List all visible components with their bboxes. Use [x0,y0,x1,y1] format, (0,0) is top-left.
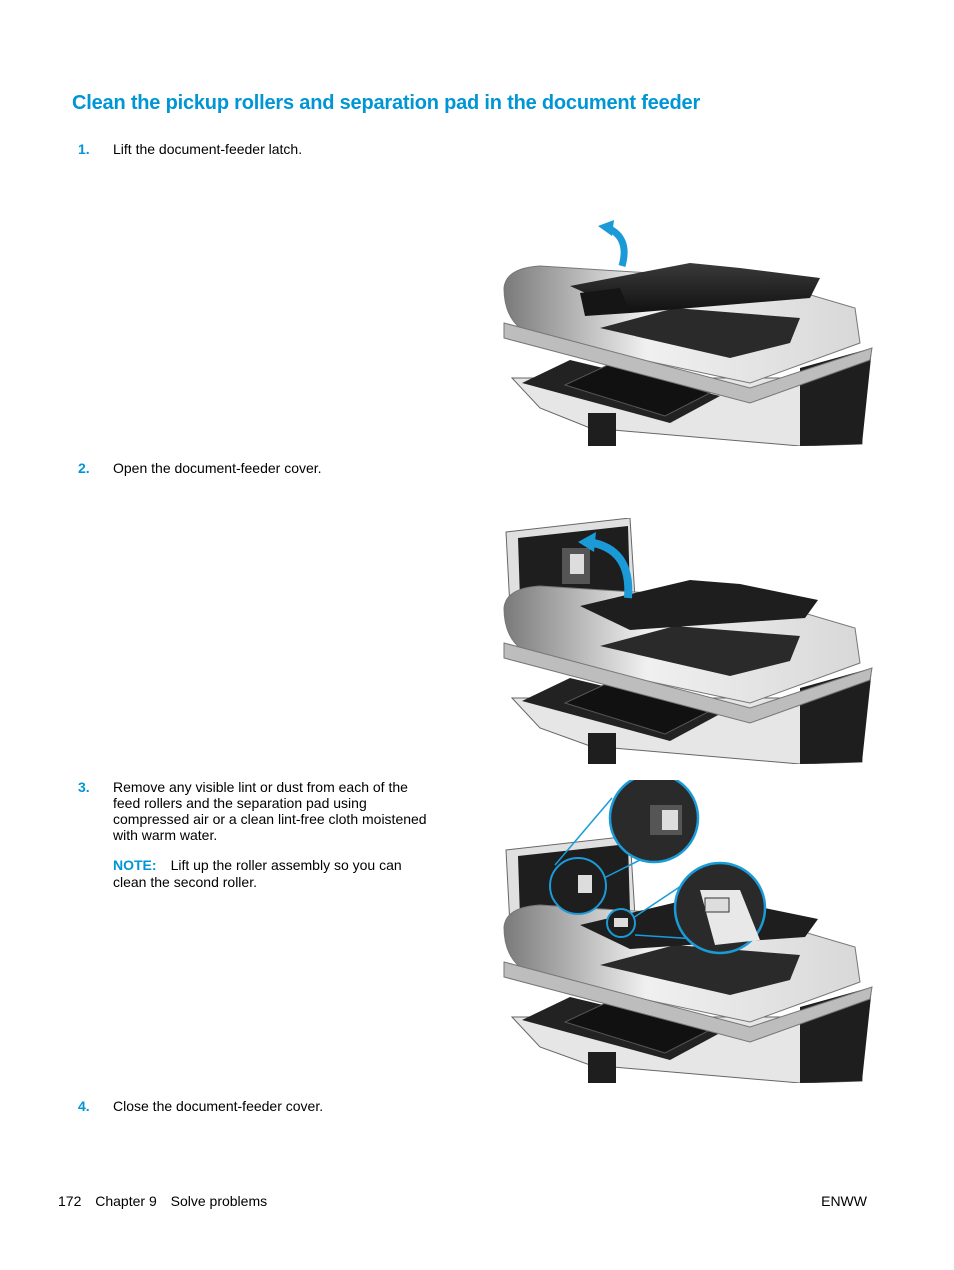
printer-illustration-clean-rollers [503,780,873,1083]
footer-left: 172 Chapter 9 Solve problems [58,1193,277,1209]
note-text: Lift up the roller assembly so you can c… [113,857,402,890]
step-text: Remove any visible lint or dust from eac… [113,779,427,843]
note: NOTE:Lift up the roller assembly so you … [113,857,433,891]
page-number: 172 [58,1193,82,1209]
step-number: 4. [78,1098,90,1114]
note-label: NOTE: [113,857,157,873]
printer-illustration-open-cover [503,518,873,764]
page-title: Clean the pickup rollers and separation … [72,92,701,114]
step-text: Lift the document-feeder latch. [113,141,303,157]
printer-illustration-lift-latch [503,220,873,446]
step-number: 1. [78,141,90,157]
step-text: Close the document-feeder cover. [113,1098,324,1114]
footer-right: ENWW [821,1193,867,1209]
step-text: Open the document-feeder cover. [113,460,322,476]
step-number: 3. [78,779,90,795]
footer-section: Solve problems [170,1193,268,1209]
step-number: 2. [78,460,90,476]
footer-chapter: Chapter 9 [95,1193,157,1209]
